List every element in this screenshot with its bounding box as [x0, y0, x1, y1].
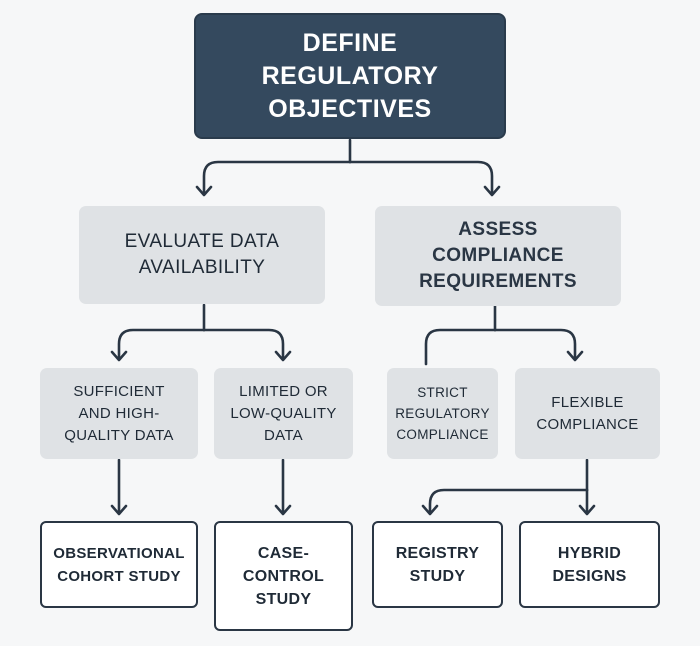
node-label: Observational cohort study	[53, 544, 185, 585]
connector-evaluate-to-sufficient	[117, 328, 206, 361]
node-strict-regulatory-compliance: Strict regulatory compliance	[387, 368, 498, 459]
node-observational-cohort-study: Observational cohort study	[40, 521, 198, 608]
connector-root-to-evaluate	[202, 160, 352, 196]
arrowhead-registry	[421, 504, 439, 516]
arrowhead-sufficient	[110, 350, 128, 362]
node-define-regulatory-objectives: Define regulatory objectives	[194, 13, 506, 139]
arrowhead-hybrid	[578, 504, 596, 516]
connector-assess-to-strict	[424, 328, 497, 366]
node-label: Case- control study	[242, 544, 325, 608]
connector-assess-to-flexible	[493, 328, 577, 361]
node-flexible-compliance: Flexible compliance	[515, 368, 660, 459]
arrowhead-evaluate	[195, 185, 213, 197]
node-label: Limited or low-quality data	[230, 382, 337, 444]
node-label: Flexible compliance	[536, 393, 639, 433]
node-label: Registry study	[395, 544, 480, 585]
node-limited-low-quality-data: Limited or low-quality data	[214, 368, 353, 459]
node-label: Assess compliance requirements	[419, 219, 577, 292]
connector-flexible-to-registry	[428, 488, 589, 515]
arrowhead-flexible	[566, 350, 584, 362]
node-label: Evaluate data availability	[124, 231, 280, 278]
node-case-control-study: Case- control study	[214, 521, 353, 631]
connector-root-to-assess	[348, 160, 494, 196]
node-label: Hybrid designs	[552, 544, 627, 585]
arrowhead-case-control	[274, 504, 292, 516]
node-sufficient-high-quality-data: Sufficient and high- quality data	[40, 368, 198, 459]
node-hybrid-designs: Hybrid designs	[519, 521, 660, 608]
arrowhead-limited	[274, 350, 292, 362]
connector-evaluate-to-limited	[202, 328, 285, 361]
node-registry-study: Registry study	[372, 521, 503, 608]
node-assess-compliance-requirements: Assess compliance requirements	[375, 206, 621, 306]
arrowhead-observational	[110, 504, 128, 516]
node-label: Sufficient and high- quality data	[64, 382, 174, 444]
node-label: Strict regulatory compliance	[395, 385, 490, 442]
node-label: Define regulatory objectives	[261, 28, 439, 123]
node-evaluate-data-availability: Evaluate data availability	[79, 206, 325, 304]
arrowhead-assess	[483, 185, 501, 197]
